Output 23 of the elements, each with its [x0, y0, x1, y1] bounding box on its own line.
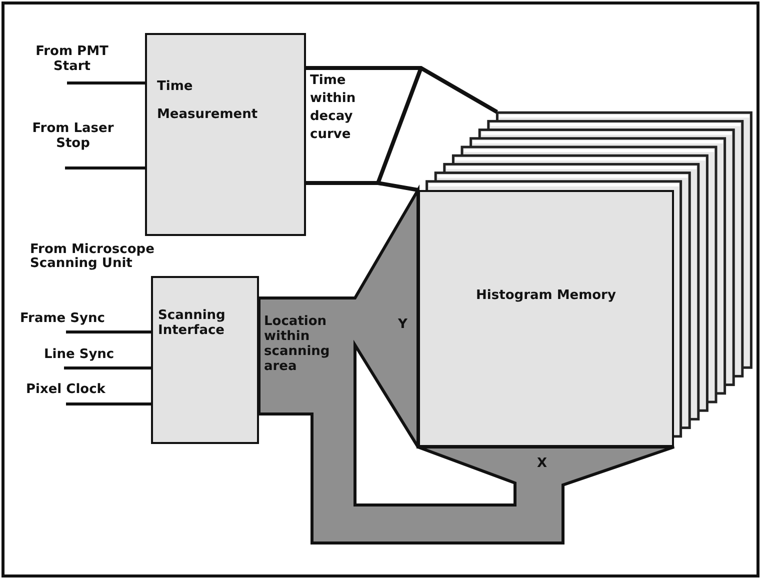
axis-label: Y	[398, 318, 408, 332]
memory-box	[418, 190, 674, 447]
box-label: Time Measurement	[157, 78, 259, 124]
heading-label: From Microscope Scanning Unit	[30, 243, 156, 271]
signal-line	[67, 82, 145, 84]
box-label: Histogram Memory	[475, 288, 617, 303]
signal-label: Frame Sync	[20, 311, 106, 326]
signal-label: From Laser Stop	[31, 121, 115, 151]
signal-line	[66, 402, 151, 406]
signal-label: Line Sync	[44, 347, 116, 362]
signal-line	[65, 166, 145, 170]
signal-line	[64, 366, 151, 370]
box-label: Scanning Interface	[158, 308, 226, 338]
process-box	[151, 276, 259, 444]
axis-label: X	[537, 457, 548, 471]
bus-label: Location within scanning area	[264, 314, 331, 374]
address-bus	[258, 184, 676, 544]
process-box	[145, 33, 306, 236]
signal-line	[66, 330, 151, 334]
edge-label: Time within decay curve	[310, 72, 357, 144]
data-bus-outline	[304, 66, 499, 192]
signal-label: From PMT Start	[34, 44, 110, 74]
signal-label: Pixel Clock	[26, 382, 106, 397]
